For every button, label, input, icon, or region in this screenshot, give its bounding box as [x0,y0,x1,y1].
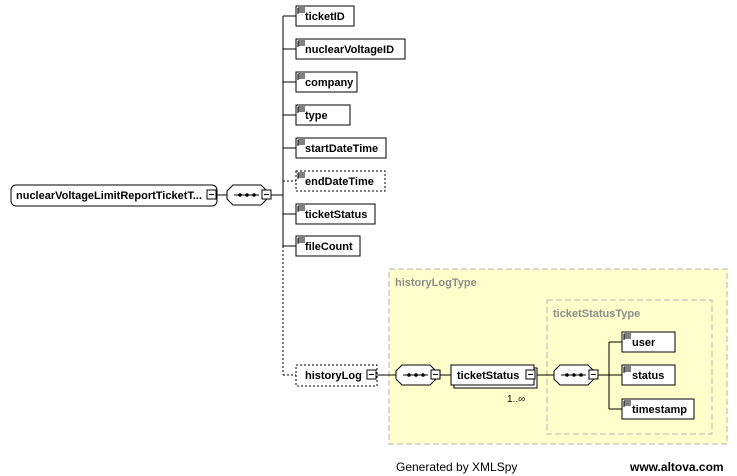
collapse-icon[interactable] [525,369,536,380]
element-history-log[interactable]: historyLog [295,364,378,387]
element-company[interactable]: company [295,71,358,93]
generated-by-text: Generated by XMLSpy [396,460,517,474]
cardinality-label: 1..∞ [507,394,525,405]
element-doc-icon [297,40,305,47]
element-doc-icon [623,333,631,340]
element-ticket-status[interactable]: ticketStatus [295,203,376,225]
connectors [217,15,622,410]
element-doc-icon [297,237,305,244]
root-element[interactable]: nuclearVoltageLimitReportTicketT... [10,184,218,207]
root-element-label: nuclearVoltageLimitReportTicketT... [16,190,202,202]
element-label: endDateTime [305,176,374,188]
element-doc-icon [297,172,305,179]
element-doc-icon [297,106,305,113]
history-log-type-label: historyLogType [395,277,477,289]
element-label: timestamp [632,404,687,416]
element-label: ticketStatus [305,209,367,221]
element-label: type [305,110,328,122]
collapse-icon[interactable] [588,369,599,380]
element-nuclear-voltage-id[interactable]: nuclearVoltageID [295,38,406,60]
element-ticket-status-repeated[interactable]: ticketStatus 1..∞ [450,364,538,405]
collapse-icon[interactable] [206,189,217,200]
element-doc-icon [623,366,631,373]
element-timestamp[interactable]: timestamp [621,398,695,420]
collapse-icon[interactable] [430,369,441,380]
element-label: startDateTime [305,143,378,155]
element-doc-icon [297,205,305,212]
collapse-icon[interactable] [366,369,377,380]
element-label: user [632,337,656,349]
element-file-count[interactable]: fileCount [295,235,361,257]
element-start-date-time[interactable]: startDateTime [295,137,387,159]
altova-link[interactable]: www.altova.com [629,460,724,474]
element-label: historyLog [305,370,362,382]
element-end-date-time[interactable]: endDateTime [295,170,386,192]
element-doc-icon [297,73,305,80]
element-doc-icon [623,400,631,407]
element-label: fileCount [305,241,353,253]
element-status[interactable]: status [621,364,676,386]
element-user[interactable]: user [621,331,676,353]
element-label: ticketStatus [457,370,519,382]
collapse-icon[interactable] [261,189,272,200]
element-doc-icon [297,7,305,14]
element-label: status [632,370,664,382]
element-ticket-id[interactable]: ticketID [295,5,355,27]
sequence-compositor[interactable] [553,364,599,386]
sequence-compositor[interactable] [395,364,441,386]
element-doc-icon [297,139,305,146]
sequence-compositor[interactable] [226,184,272,206]
element-label: nuclearVoltageID [305,44,394,56]
ticket-status-type-label: ticketStatusType [553,308,640,320]
element-label: company [305,77,354,89]
element-label: ticketID [305,11,345,23]
element-type[interactable]: type [295,104,351,126]
